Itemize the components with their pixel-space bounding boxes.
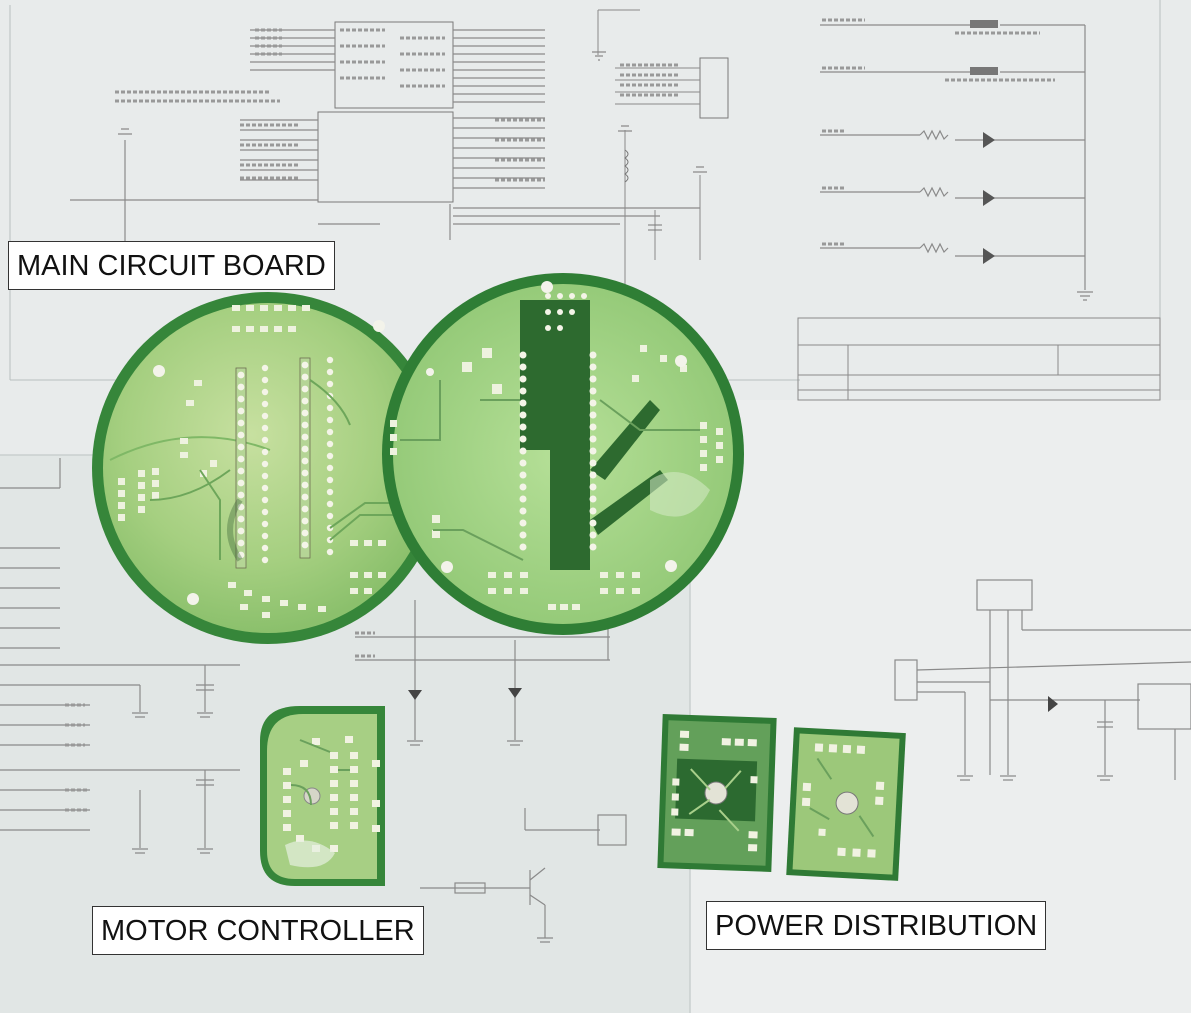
power-board-right: [786, 727, 906, 881]
motor-controller-label: MOTOR CONTROLLER: [92, 906, 424, 955]
main-board-right: [382, 273, 744, 635]
main-board-left: [92, 292, 444, 644]
main-circuit-board-label: MAIN CIRCUIT BOARD: [8, 241, 335, 290]
power-distribution-label: POWER DISTRIBUTION: [706, 901, 1047, 950]
power-distribution-boards: [657, 714, 906, 881]
main-circuit-board: [92, 273, 744, 644]
motor-controller-board: [260, 706, 385, 886]
power-board-left: [657, 714, 777, 872]
